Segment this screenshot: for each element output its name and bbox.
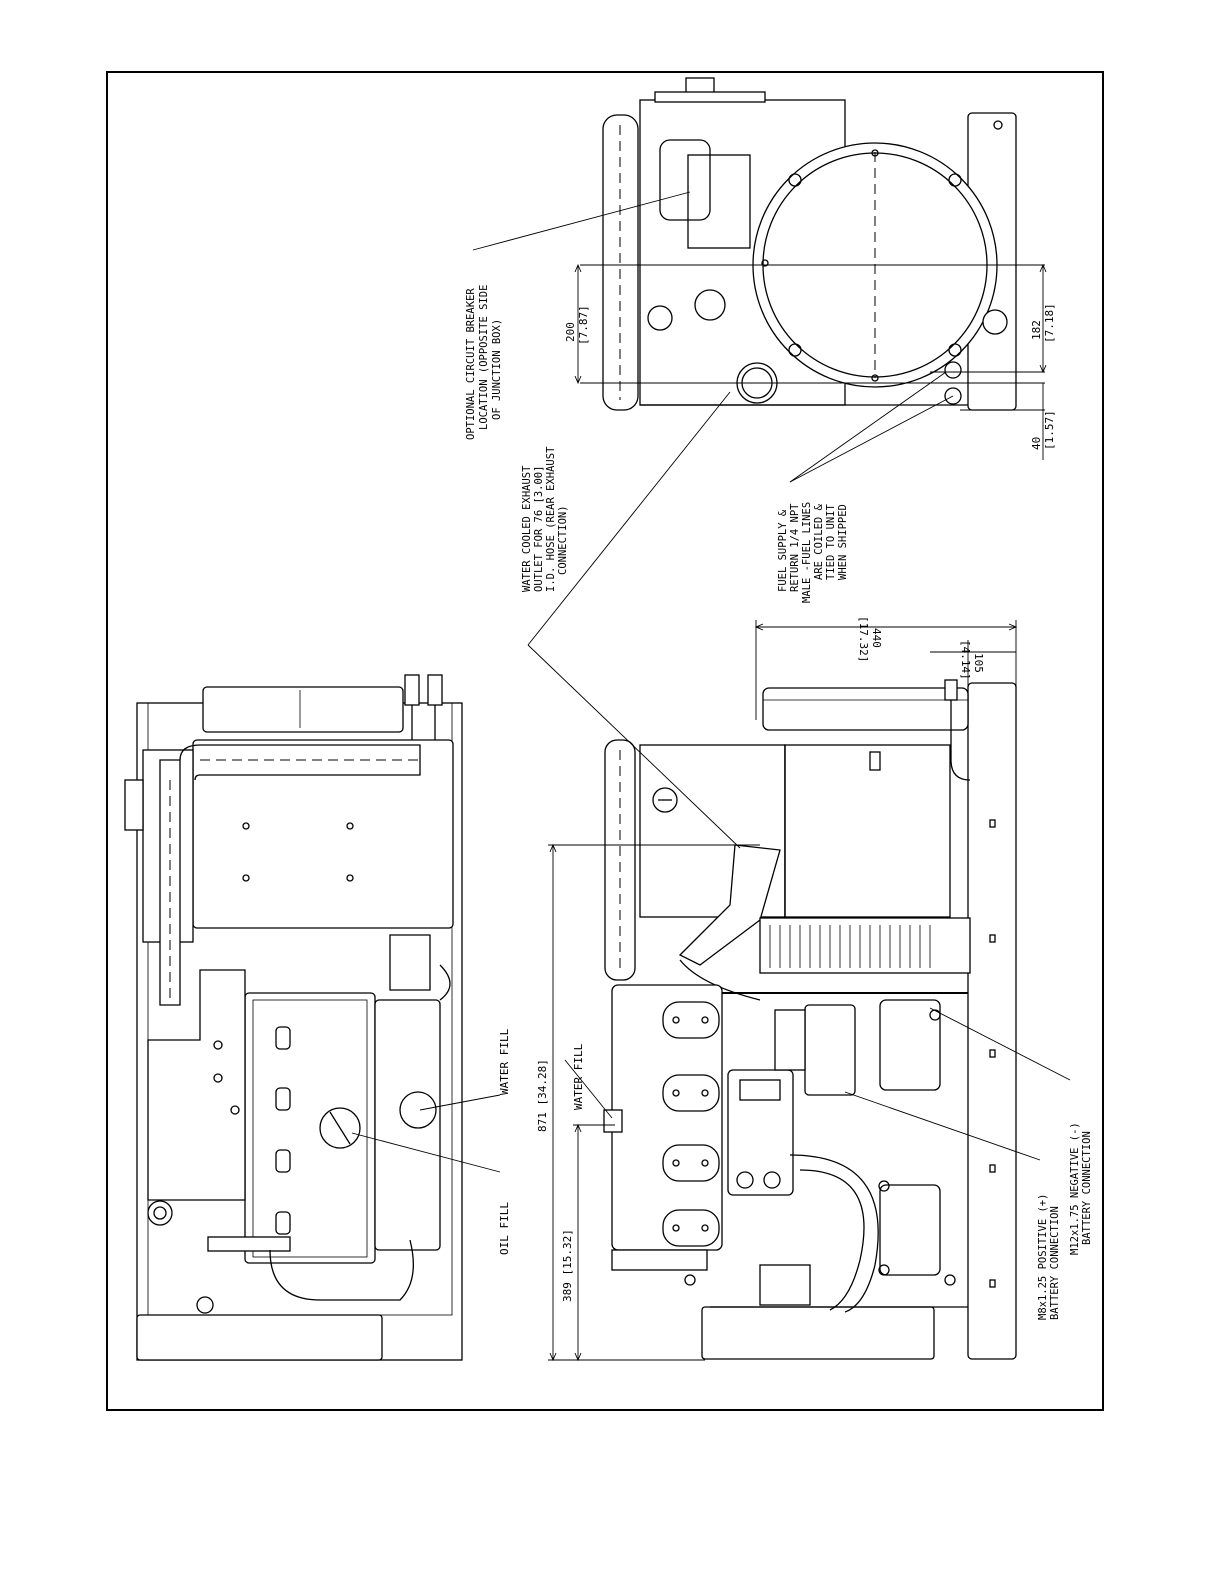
fuel-line-5: TIED TO UNIT [825,503,837,580]
fuel-line-1: FUEL SUPPLY & [777,509,789,592]
fuel-line-2: RETURN 1/4 NPT [789,503,801,592]
negative-battery-line-2: BATTERY CONNECTION [1081,1131,1093,1245]
dimension-labels: 200 [7.87] 182 [7.18] 40 [1.57] [17.32] … [536,303,1056,1302]
exhaust-line-1: WATER COOLED EXHAUST [521,465,533,592]
circuit-breaker-line-1: OPTIONAL CIRCUIT BREAKER [465,288,477,440]
dim-40-in: [1.57] [1043,410,1056,450]
dim-200-mm: 200 [564,322,577,342]
fuel-line-4: ARE COILED & [813,503,825,580]
dim-40-mm: 40 [1030,437,1043,450]
exhaust-line-4: CONNECTION) [557,505,569,575]
fuel-line-3: MALE -FUEL LINES [801,502,813,603]
dimension-lines [548,263,1047,1362]
circuit-breaker-line-3: OF JUNCTION BOX) [491,319,503,420]
exhaust-label: WATER COOLED EXHAUST OUTLET FOR 76 [3.00… [521,446,569,592]
side-view [603,679,1017,1360]
circuit-breaker-label: OPTIONAL CIRCUIT BREAKER LOCATION (OPPOS… [465,285,503,440]
dim-182-mm: 182 [1030,320,1043,340]
dim-105-mm: 105 [972,653,985,673]
negative-battery-line-1: M12x1.75 NEGATIVE (-) [1069,1122,1081,1255]
leader-lines [351,191,1071,1173]
water-fill-side-label: WATER FILL [572,1043,585,1110]
drawing-frame [106,71,1104,1411]
dim-200-in: [7.87] [577,305,590,345]
dim-389: 389 [15.32] [561,1229,574,1302]
fill-labels: WATER FILL OIL FILL WATER FILL [498,1028,585,1255]
oil-fill-label: OIL FILL [498,1202,511,1255]
fuel-line-6: WHEN SHIPPED [837,504,849,580]
water-fill-top-label: WATER FILL [498,1028,511,1095]
exhaust-line-3: I.D. HOSE (REAR EXHAUST [545,446,557,592]
dim-182-in: [7.18] [1043,303,1056,343]
positive-battery-line-2: BATTERY CONNECTION [1049,1206,1061,1320]
top-view [124,674,463,1361]
battery-labels: M8x1.25 POSITIVE (+) BATTERY CONNECTION … [1037,1122,1093,1320]
positive-battery-line-1: M8x1.25 POSITIVE (+) [1037,1194,1049,1320]
exhaust-line-2: OUTLET FOR 76 [3.00] [533,466,545,592]
dim-440-in: [17.32] [857,616,870,662]
fuel-label: FUEL SUPPLY & RETURN 1/4 NPT MALE -FUEL … [777,502,849,603]
dim-440-mm: 440 [870,628,883,648]
dim-105-in: [4.14] [959,640,972,680]
dim-871: 871 [34.28] [536,1059,549,1132]
circuit-breaker-line-2: LOCATION (OPPOSITE SIDE [478,285,490,430]
end-view [580,77,1045,411]
